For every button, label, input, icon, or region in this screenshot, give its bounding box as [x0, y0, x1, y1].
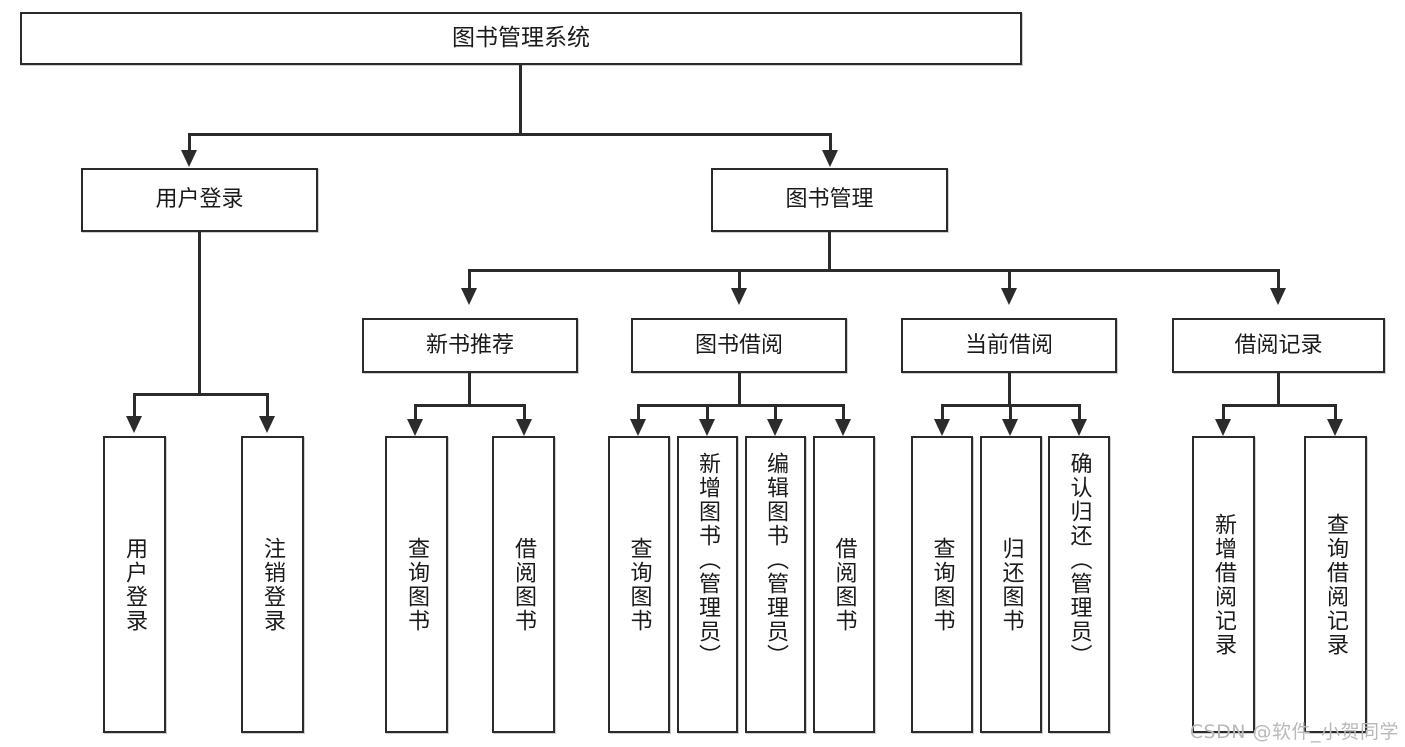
leaf-bb-add-book[interactable]: 新增图书（管理员） — [677, 436, 738, 733]
node-label: 借阅图书 — [831, 536, 857, 633]
arrowhead-bb-query — [630, 419, 646, 436]
leaf-br-query-record[interactable]: 查询借阅记录 — [1304, 436, 1367, 733]
node-label: 借阅记录 — [1234, 332, 1323, 358]
connector-user-login-bar — [133, 393, 269, 396]
node-label: 图书管理系统 — [452, 24, 590, 51]
node-label: 新增图书（管理员） — [695, 452, 721, 668]
leaf-bb-borrow-book[interactable]: 借阅图书 — [813, 436, 875, 733]
connector-drop-nb-query — [414, 404, 417, 423]
arrowhead-cb-confirm — [1071, 419, 1087, 436]
connector-drop-book-manage — [829, 133, 832, 153]
leaf-cb-confirm-return[interactable]: 确认归还（管理员） — [1048, 436, 1110, 733]
connector-drop-nb-borrow — [523, 404, 526, 423]
connector-drop-user-login — [188, 133, 191, 153]
leaf-nb-query-book[interactable]: 查询图书 — [385, 436, 448, 733]
connector-new-book-bar — [414, 404, 526, 407]
node-label: 新书推荐 — [425, 332, 514, 358]
leaf-logout[interactable]: 注销登录 — [241, 436, 304, 733]
node-label: 查询借阅记录 — [1323, 512, 1349, 657]
arrowhead-book-borrow — [731, 288, 747, 305]
connector-drop-bb-query — [637, 404, 640, 423]
node-label: 查询图书 — [626, 536, 652, 633]
node-label: 借阅图书 — [511, 536, 537, 633]
node-label: 用户登录 — [122, 536, 148, 633]
leaf-user-login[interactable]: 用户登录 — [103, 436, 166, 733]
arrowhead-leaf-logout — [259, 416, 275, 433]
arrowhead-current-borrow — [1001, 288, 1017, 305]
connector-user-login-stem — [198, 232, 201, 396]
connector-drop-br-add — [1222, 404, 1225, 423]
node-label: 编辑图书（管理员） — [763, 452, 789, 668]
leaf-nb-borrow-book[interactable]: 借阅图书 — [492, 436, 555, 733]
connector-current-borrow-stem — [1008, 373, 1011, 406]
node-label: 归还图书 — [998, 536, 1024, 633]
arrowhead-bb-add — [699, 419, 715, 436]
arrowhead-user-login — [181, 150, 197, 167]
node-book-borrow[interactable]: 图书借阅 — [631, 318, 847, 373]
leaf-br-add-record[interactable]: 新增借阅记录 — [1192, 436, 1255, 733]
node-borrow-record[interactable]: 借阅记录 — [1172, 318, 1385, 373]
node-label: 用户登录 — [155, 187, 244, 213]
connector-drop-bb-borrow — [842, 404, 845, 423]
leaf-cb-return-book[interactable]: 归还图书 — [980, 436, 1042, 733]
arrowhead-nb-borrow — [516, 419, 532, 436]
connector-book-borrow-stem — [738, 373, 741, 406]
node-label: 图书借阅 — [694, 332, 783, 358]
node-label: 图书管理 — [785, 187, 874, 213]
arrowhead-br-add — [1215, 419, 1231, 436]
connector-book-manage-stem — [828, 232, 831, 272]
arrowhead-bb-edit — [767, 419, 783, 436]
node-user-login[interactable]: 用户登录 — [81, 168, 318, 232]
connector-new-book-stem — [468, 373, 471, 406]
leaf-bb-query-book[interactable]: 查询图书 — [608, 436, 670, 733]
node-label: 注销登录 — [260, 536, 286, 633]
arrowhead-borrow-record — [1270, 288, 1286, 305]
node-current-borrow[interactable]: 当前借阅 — [901, 318, 1117, 373]
connector-borrow-record-bar — [1222, 404, 1337, 407]
arrowhead-cb-return — [1002, 419, 1018, 436]
arrowhead-bb-borrow — [835, 419, 851, 436]
connector-drop-cb-confirm — [1078, 404, 1081, 423]
connector-drop-cb-return — [1009, 404, 1012, 423]
node-book-management[interactable]: 图书管理 — [711, 168, 948, 232]
connector-drop-leaf-logout — [266, 393, 269, 419]
connector-root-bar — [188, 133, 832, 136]
connector-drop-cb-query — [941, 404, 944, 423]
node-new-book-recommend[interactable]: 新书推荐 — [362, 318, 578, 373]
connector-borrow-record-stem — [1277, 373, 1280, 406]
connector-book-borrow-bar — [637, 404, 845, 407]
node-label: 新增借阅记录 — [1211, 512, 1237, 657]
node-label: 确认归还（管理员） — [1066, 452, 1092, 668]
node-label: 查询图书 — [404, 536, 430, 633]
connector-drop-leaf-user-login — [133, 393, 136, 419]
arrowhead-new-book — [461, 288, 477, 305]
connector-root-stem — [519, 65, 522, 133]
connector-drop-new-book — [468, 269, 471, 291]
connector-drop-borrow-record — [1277, 269, 1280, 291]
connector-book-manage-bar — [468, 269, 1280, 272]
arrowhead-leaf-user-login — [126, 416, 142, 433]
arrowhead-nb-query — [407, 419, 423, 436]
connector-drop-book-borrow — [738, 269, 741, 291]
node-label: 查询图书 — [929, 536, 955, 633]
connector-drop-br-query — [1334, 404, 1337, 423]
leaf-bb-edit-book[interactable]: 编辑图书（管理员） — [745, 436, 806, 733]
connector-drop-bb-add — [706, 404, 709, 423]
connector-drop-current-borrow — [1008, 269, 1011, 291]
leaf-cb-query-book[interactable]: 查询图书 — [911, 436, 973, 733]
arrowhead-book-manage — [822, 150, 838, 167]
node-label: 当前借阅 — [964, 332, 1053, 358]
arrowhead-cb-query — [934, 419, 950, 436]
node-root-system[interactable]: 图书管理系统 — [20, 12, 1022, 65]
arrowhead-br-query — [1327, 419, 1343, 436]
connector-drop-bb-edit — [774, 404, 777, 423]
